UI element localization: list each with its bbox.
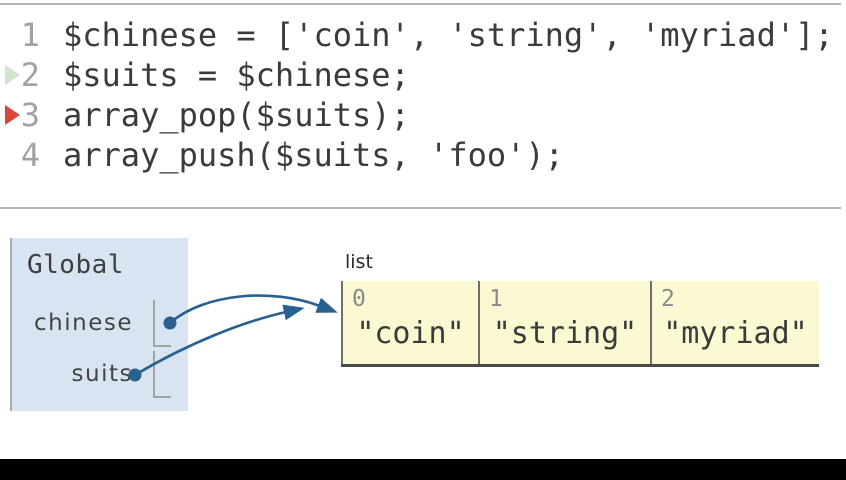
line-number: 2 — [20, 56, 40, 94]
code-line: 4 array_push($suits, 'foo'); — [0, 135, 846, 175]
list-cell-index: 0 — [352, 286, 366, 312]
bottom-bar — [0, 459, 846, 480]
frame-title: Global — [27, 250, 124, 280]
list-cell-index: 2 — [661, 286, 675, 312]
variable-value-slot — [153, 351, 171, 398]
code-text: array_pop($suits); — [63, 96, 410, 134]
code-visualization-divider — [0, 207, 841, 209]
code-line: 1 $chinese = ['coin', 'string', 'myriad'… — [0, 15, 846, 55]
code-text: $chinese = ['coin', 'string', 'myriad']; — [63, 16, 834, 54]
line-number: 3 — [20, 96, 40, 134]
list-cell: 1 "string" — [478, 281, 650, 364]
variable-name: suits — [71, 361, 133, 387]
previous-line-pointer-icon — [5, 65, 20, 85]
list-cell-value: "coin" — [356, 316, 465, 351]
top-divider — [0, 3, 841, 5]
code-line: 3 array_pop($suits); — [0, 95, 846, 135]
variable-row: suits — [12, 351, 188, 398]
line-number: 1 — [20, 16, 40, 54]
code-text: array_push($suits, 'foo'); — [63, 136, 564, 174]
line-number: 4 — [20, 136, 40, 174]
list-cell: 2 "myriad" — [650, 281, 819, 364]
heap-object-type-label: list — [345, 251, 373, 273]
code-line: 2 $suits = $chinese; — [0, 55, 846, 95]
variable-name: chinese — [34, 310, 133, 336]
current-line-pointer-icon — [5, 105, 20, 125]
list-cell: 0 "coin" — [341, 281, 478, 364]
variable-value-slot — [153, 300, 171, 347]
code-pane: 1 $chinese = ['coin', 'string', 'myriad'… — [0, 15, 846, 175]
global-frame: Global chinese suits — [10, 238, 188, 411]
variable-row: chinese — [12, 300, 188, 347]
chinese-reference-arrow — [169, 294, 338, 324]
code-text: $suits = $chinese; — [63, 56, 410, 94]
list-cell-index: 1 — [489, 286, 503, 312]
list-cell-value: "string" — [492, 316, 638, 351]
list-cell-value: "myriad" — [663, 316, 808, 351]
list-object: 0 "coin" 1 "string" 2 "myriad" — [341, 281, 819, 367]
